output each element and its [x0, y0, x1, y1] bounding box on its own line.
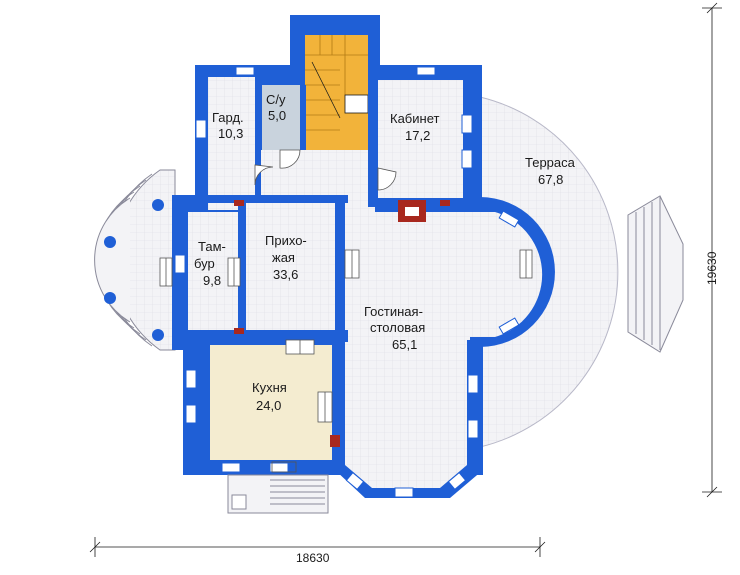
dining-floor [345, 340, 467, 450]
room-area: 17,2 [405, 128, 430, 143]
living-bay [470, 212, 543, 337]
room-name: Там- [198, 239, 226, 254]
bathroom-floor [262, 85, 300, 150]
windows [174, 66, 520, 498]
stair-area [305, 35, 368, 150]
room-name: Прихо- [265, 233, 307, 248]
terrace-steps [627, 195, 684, 353]
staircase [305, 35, 369, 131]
column-icon [152, 199, 164, 211]
service-entrance-steps [227, 474, 329, 514]
room-labels: Гард. 10,3 С/у 5,0 Кабинет 17,2 Терраса … [194, 92, 576, 413]
room-name: Гард. [212, 110, 244, 125]
room-area: 5,0 [268, 108, 286, 123]
doors [159, 149, 533, 473]
dimension-vertical [702, 2, 722, 498]
room-name: Кухня [252, 380, 287, 395]
width-dimension: 18630 [296, 551, 330, 565]
dining-bay [345, 450, 467, 488]
room-area: 24,0 [256, 398, 281, 413]
room-name: Терраса [525, 155, 576, 170]
dimension-horizontal [89, 537, 546, 557]
column-icon [152, 329, 164, 341]
room-name-2: бур [194, 256, 215, 271]
room-floors [188, 35, 543, 488]
room-name: Кабинет [390, 111, 439, 126]
fireplace-icon [234, 200, 450, 447]
room-area: 9,8 [203, 273, 221, 288]
room-area: 10,3 [218, 126, 243, 141]
living-floor [345, 212, 470, 340]
column-icon [104, 292, 116, 304]
room-name-2: столовая [370, 320, 425, 335]
room-area: 67,8 [538, 172, 563, 187]
room-area: 65,1 [392, 337, 417, 352]
left-porch [94, 169, 176, 351]
room-name: С/у [266, 92, 286, 107]
room-name-2: жая [272, 250, 295, 265]
kitchen-floor [210, 345, 332, 460]
height-dimension: 19630 [705, 251, 719, 285]
room-name: Гостиная- [364, 304, 423, 319]
column-icon [104, 236, 116, 248]
room-area: 33,6 [273, 267, 298, 282]
